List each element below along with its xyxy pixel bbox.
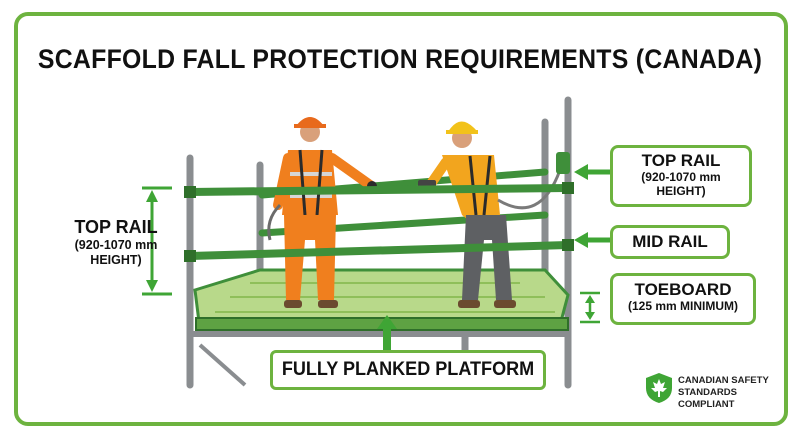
platform-callout: FULLY PLANKED PLATFORM (270, 350, 546, 390)
scaffold-posts (186, 96, 572, 389)
height-dimension-arrow (142, 186, 172, 296)
mid-rail-title: MID RAIL (632, 232, 708, 251)
platform-arrow (377, 315, 397, 351)
left-top-rail-label: TOP RAIL (920-1070 mm HEIGHT) (62, 216, 170, 268)
left-top-rail-height: HEIGHT) (90, 253, 142, 267)
mid-rail-callout: MID RAIL (610, 225, 730, 259)
pointer-arrows (574, 164, 610, 248)
top-rail-title: TOP RAIL (641, 151, 721, 170)
badge-line-1: CANADIAN SAFETY (678, 375, 769, 386)
diagram-title: SCAFFOLD FALL PROTECTION REQUIREMENTS (C… (37, 44, 763, 74)
compliance-badge: CANADIAN SAFETY STANDARDS COMPLIANT (644, 372, 774, 410)
left-top-rail-range: (920-1070 mm (74, 238, 158, 252)
worker-left (267, 117, 377, 308)
front-rails (186, 184, 572, 260)
top-rail-callout: TOP RAIL (920-1070 mm HEIGHT) (610, 145, 752, 207)
platform-label-text: FULLY PLANKED PLATFORM (281, 359, 535, 380)
badge-line-2: STANDARDS COMPLIANT (678, 387, 737, 410)
top-rail-height: HEIGHT) (656, 184, 706, 198)
toeboard-dimension-arrow (580, 291, 600, 324)
toeboard-title: TOEBOARD (634, 280, 732, 299)
left-top-rail-title: TOP RAIL (74, 217, 158, 237)
toeboard-minimum: (125 mm MINIMUM) (627, 299, 738, 313)
top-rail-range: (920-1070 mm (641, 170, 721, 184)
maple-leaf-shield-icon (646, 373, 672, 403)
toeboard-callout: TOEBOARD (125 mm MINIMUM) (610, 273, 756, 325)
